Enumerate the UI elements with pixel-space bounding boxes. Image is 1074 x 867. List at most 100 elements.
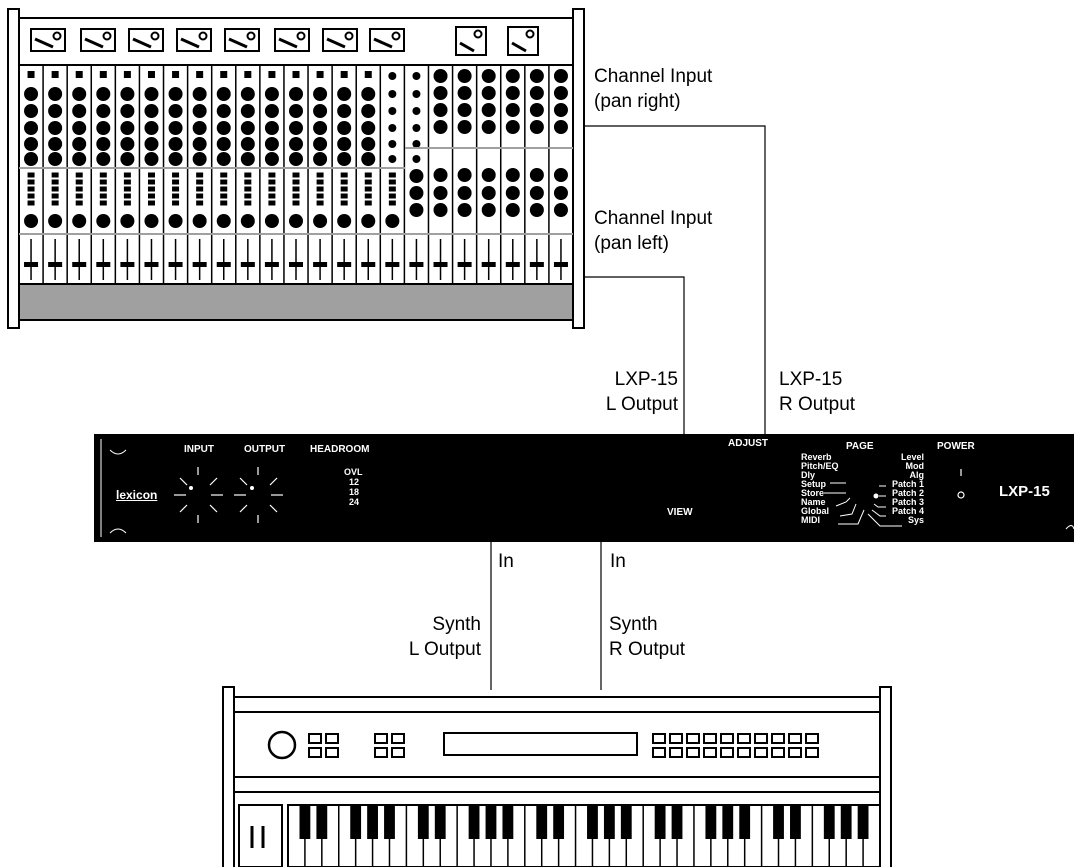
black-key	[671, 805, 683, 839]
input-label: INPUT	[184, 444, 214, 455]
channel-strip	[548, 65, 568, 284]
channel-strip	[114, 65, 135, 284]
meter-icon	[80, 28, 116, 52]
black-key	[603, 805, 615, 839]
model-label: LXP-15	[999, 483, 1050, 500]
label-lxp15-r-output: LXP-15 R Output	[779, 369, 856, 415]
label-in-right: In	[610, 551, 626, 572]
channel-strip	[379, 65, 400, 284]
meter-icon	[322, 28, 358, 52]
black-key	[350, 805, 362, 839]
synth-button	[308, 747, 322, 758]
meter-icon	[128, 28, 164, 52]
power-label: POWER	[937, 441, 975, 452]
synth-button	[686, 747, 700, 758]
synth-button	[737, 747, 751, 758]
label-lxp15-l-output: LXP-15 L Output	[605, 369, 678, 415]
synth-button	[737, 733, 751, 744]
page-item-left: Store	[801, 488, 825, 498]
channel-strip	[451, 65, 472, 284]
channel-strip	[259, 65, 279, 284]
channel-strip	[66, 65, 87, 284]
page-item-left: Setup	[801, 479, 827, 489]
synth-data-wheel	[267, 730, 297, 760]
headroom-label: HEADROOM	[310, 444, 370, 455]
meter-icon	[507, 26, 539, 56]
adjust-label: ADJUST	[728, 438, 769, 449]
label-synth-r-output: Synth R Output	[609, 614, 686, 660]
channel-strip	[475, 65, 496, 284]
black-key	[857, 805, 869, 839]
black-key	[620, 805, 632, 839]
page-item-right: Alg	[909, 470, 925, 480]
black-key	[705, 805, 717, 839]
black-key	[654, 805, 666, 839]
channel-strip	[24, 71, 39, 280]
synth-button	[788, 733, 802, 744]
synth-button	[805, 747, 819, 758]
synth-button	[669, 747, 683, 758]
brand-logo: lexicon	[116, 488, 158, 502]
channel-strip	[90, 65, 111, 284]
page-item-left: Reverb	[801, 452, 832, 462]
black-key	[485, 805, 497, 839]
black-key	[316, 805, 328, 839]
lxp15-rack-unit: lexicon INPUT OUTPUT HEADROOM OVL 12 18 …	[94, 434, 1074, 542]
channel-strip	[307, 65, 328, 284]
input-knob	[174, 467, 223, 523]
page-item-left: Dly	[801, 470, 816, 480]
synth-button	[703, 747, 717, 758]
black-key	[773, 805, 784, 839]
channel-strip	[331, 65, 352, 284]
channel-strip	[283, 65, 303, 284]
channel-strip	[162, 65, 183, 284]
page-item-right: Mod	[905, 461, 925, 471]
black-key	[840, 805, 852, 839]
label-synth-l-output: Synth L Output	[408, 614, 481, 660]
synth-button	[805, 733, 819, 744]
label-in-left: In	[498, 551, 514, 572]
black-key	[587, 805, 598, 839]
channel-strip	[499, 65, 520, 284]
channel-strip	[524, 65, 544, 284]
page-item-right: Patch 1	[891, 479, 924, 489]
black-key	[468, 805, 480, 839]
black-key	[823, 805, 835, 839]
channel-strip	[235, 65, 255, 284]
meter-icon	[30, 28, 66, 52]
synth-button	[754, 747, 768, 758]
page-item-left: MIDI	[801, 515, 820, 525]
meter-icon	[176, 28, 212, 52]
channel-strip	[427, 65, 448, 284]
view-label: VIEW	[667, 507, 693, 518]
channel-strip	[403, 65, 424, 284]
meter-icon	[224, 28, 260, 52]
synth-button	[788, 747, 802, 758]
synth-button	[325, 747, 339, 758]
black-key	[790, 805, 801, 839]
synth-button	[391, 747, 405, 758]
black-key	[739, 805, 751, 839]
channel-strip	[138, 65, 159, 284]
black-key	[417, 805, 429, 839]
meter-icon	[274, 28, 310, 52]
black-key	[384, 805, 395, 839]
black-key	[536, 805, 548, 839]
channel-strip	[186, 65, 207, 284]
label-channel-input-left: Channel Input (pan left)	[594, 208, 713, 254]
label-channel-input-right: Channel Input (pan right)	[594, 66, 713, 112]
headroom-scale-ovl: OVL	[344, 467, 363, 477]
meter-icon	[369, 28, 405, 52]
output-knob	[234, 467, 283, 523]
page-item-right: Patch 4	[891, 506, 924, 516]
synth-button	[669, 733, 683, 744]
synth-button	[391, 733, 405, 744]
page-item-right: Patch 2	[891, 488, 924, 498]
black-key	[553, 805, 565, 839]
synth-button	[374, 747, 388, 758]
channel-strip	[355, 65, 376, 284]
